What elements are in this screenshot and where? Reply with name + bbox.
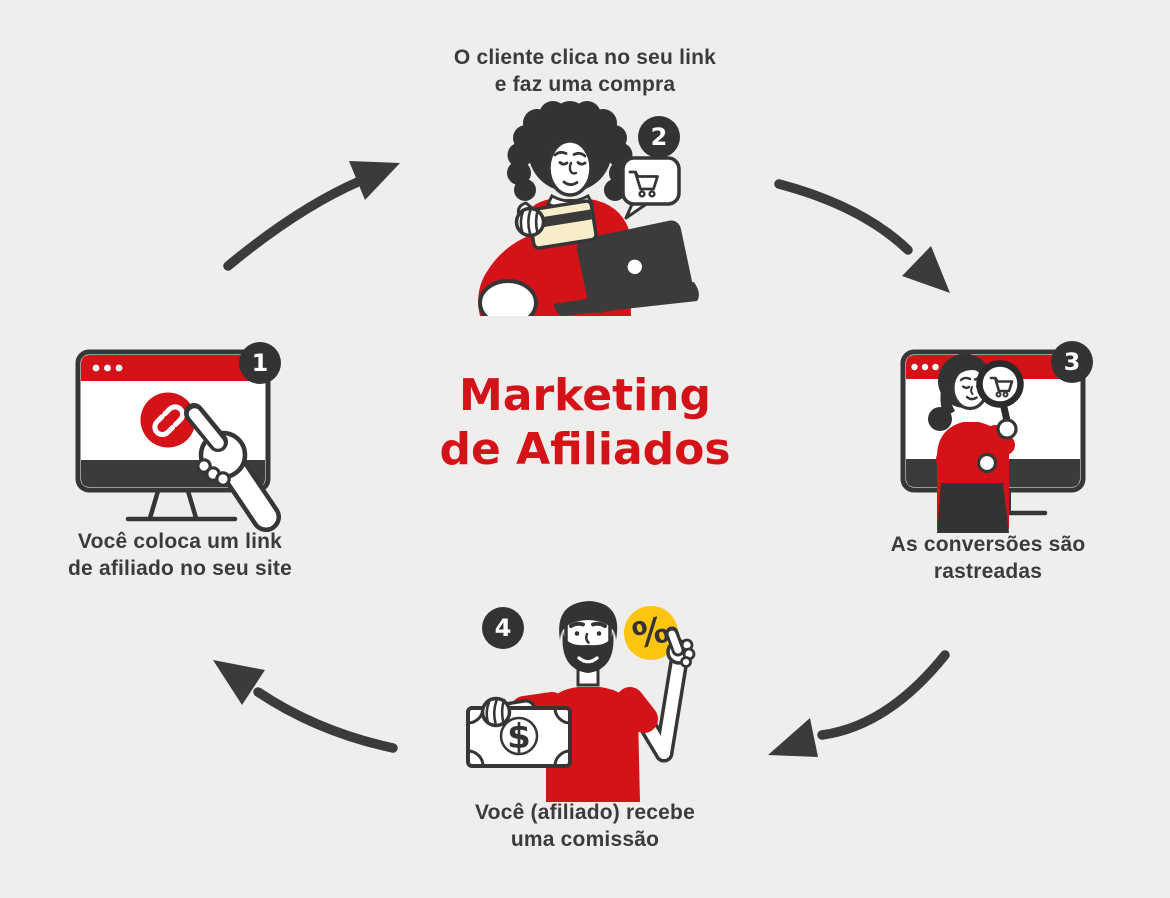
arrow-step1-to-step2 — [223, 176, 365, 271]
arrowhead-step1-to-step2 — [349, 161, 400, 200]
monitor-stand — [125, 488, 238, 522]
arrow-step3-to-step4 — [817, 650, 950, 740]
arrowhead-step4-to-step1 — [213, 660, 265, 705]
cart-icon — [628, 170, 659, 198]
title-line-2: de Afiliados — [439, 424, 731, 475]
face-features — [553, 150, 587, 187]
caption-step-1-line-2: de afiliado no seu site — [68, 557, 292, 580]
caption-step-4-line-2: uma comissão — [510, 828, 660, 851]
illustration-step-3-tracking — [900, 349, 1086, 533]
resting-hand — [478, 279, 538, 316]
hair-bun — [928, 407, 952, 431]
caption-step-2-line-1: O cliente clica no seu link — [453, 46, 717, 69]
window-dots-icon — [92, 364, 123, 372]
fringe — [947, 362, 985, 387]
front-arm — [936, 450, 992, 474]
cart-speech-bubble — [621, 156, 681, 220]
hand-holding-card — [514, 201, 546, 238]
arrowhead-step2-to-step3 — [902, 246, 950, 293]
arrowhead-step3-to-step4 — [768, 718, 818, 757]
smile — [577, 656, 599, 664]
caption-step-3-line-1: As conversões são — [890, 533, 1086, 556]
arrow-step2-to-step3 — [774, 179, 913, 255]
caption-step-4-line-1: Você (afiliado) recebe — [475, 801, 695, 824]
dollar-icon: $ — [507, 717, 531, 757]
head — [559, 601, 618, 673]
caption-step-1: Você coloca um link de afiliado no seu s… — [25, 528, 335, 582]
laptop — [576, 220, 693, 314]
link-button — [140, 392, 196, 448]
right-sleeve — [616, 687, 658, 733]
magnifier-icon — [976, 360, 1024, 455]
skirt — [937, 483, 1009, 533]
card-stripe — [531, 209, 592, 229]
browser-top-bar — [81, 355, 265, 381]
step-badge-2: 2 — [638, 116, 680, 158]
percent-coin: % — [624, 606, 678, 660]
step-badge-4: 4 — [482, 607, 524, 649]
gripping-hand — [996, 418, 1018, 440]
caption-step-4: Você (afiliado) recebe uma comissão — [430, 799, 740, 853]
title-line-1: Marketing — [458, 370, 712, 421]
pointing-hand-icon — [184, 403, 281, 532]
illustration-step-4-commission: % — [466, 601, 696, 802]
arrow-step4-to-step1 — [253, 687, 398, 753]
caption-step-2: O cliente clica no seu link e faz uma co… — [385, 44, 785, 98]
hand-gripping-note — [480, 696, 512, 728]
caption-step-3: As conversões são rastreadas — [833, 531, 1143, 585]
illustration-step-1-browser-link — [75, 349, 281, 532]
front-hand — [976, 452, 998, 474]
page-title: Marketing de Afiliados — [385, 369, 785, 477]
credit-card — [527, 199, 598, 250]
illustration-step-2-customer-purchase — [478, 101, 699, 316]
caption-step-1-line-1: Você coloca um link — [77, 530, 283, 553]
step-badge-1: 1 — [239, 342, 281, 384]
hair — [559, 601, 618, 640]
caption-step-2-line-2: e faz uma compra — [494, 73, 676, 96]
caption-step-3-line-2: rastreadas — [933, 560, 1043, 583]
window-dots-icon — [911, 363, 939, 371]
raised-sleeve — [985, 425, 1015, 455]
beard — [562, 631, 614, 673]
woman-analyst — [928, 354, 1009, 533]
link-icon — [152, 404, 186, 438]
step-badge-3: 3 — [1051, 341, 1093, 383]
laptop-logo-dot — [627, 259, 642, 275]
cart-icon — [989, 376, 1014, 398]
